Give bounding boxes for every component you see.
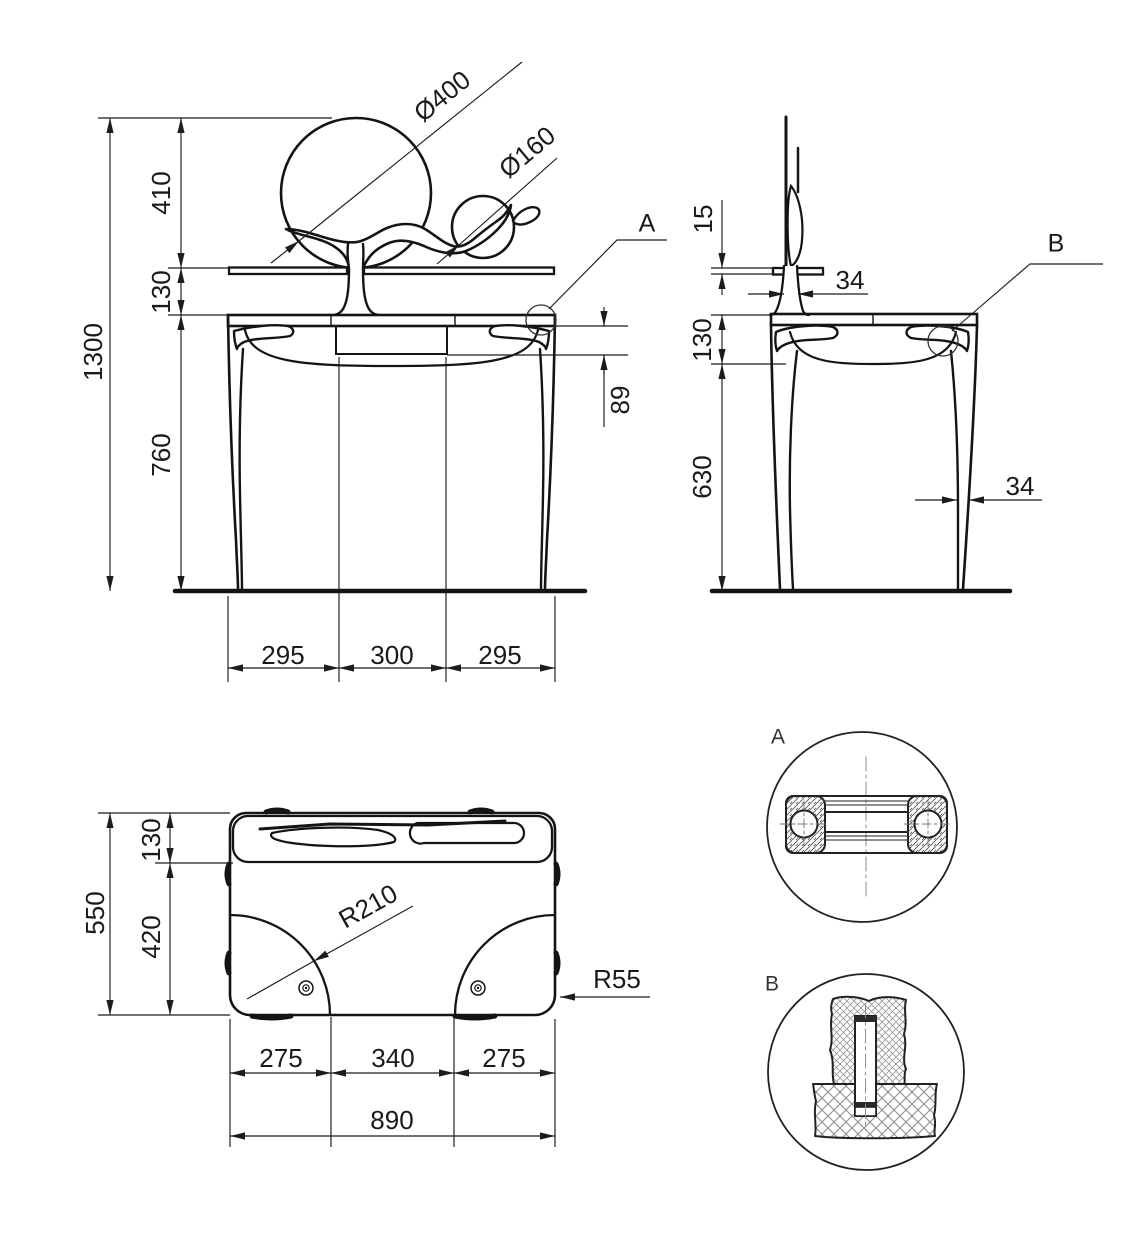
dim-front-right-span: 295 [478, 640, 522, 670]
front-leg-right-outer [543, 313, 557, 591]
front-brace-left [232, 324, 295, 351]
side-view [709, 115, 1013, 594]
dim-front-center-span: 300 [370, 640, 414, 670]
plan-foot-bump-bottom-right [452, 1013, 498, 1021]
dim-plan-shelf-depth: 130 [136, 818, 166, 862]
front-detail-a-circle [525, 304, 557, 336]
plan-leg-bump-right-lower [553, 950, 561, 976]
dim-front-apron-drop: 89 [605, 385, 635, 415]
detail-a-view-label: A [770, 725, 786, 749]
side-tabletop [769, 312, 979, 327]
front-view [172, 116, 588, 594]
plan-view-dimensions [98, 812, 650, 1147]
plan-shelf-outline [231, 814, 554, 864]
detail-a-boundary [766, 731, 958, 923]
side-brace-right [905, 324, 970, 353]
dim-plan-body-depth: 420 [136, 915, 166, 959]
plan-arc-right [453, 913, 557, 1017]
side-leg-left-inner [788, 349, 799, 591]
dim-plan-left-span: 275 [259, 1043, 303, 1073]
detail-b-view-label: B [764, 972, 780, 996]
front-view-dimensions [98, 61, 667, 682]
plan-screw-left [298, 980, 314, 996]
plan-leg-bump-top-left [263, 807, 291, 815]
plan-leg-bump-left-upper [224, 861, 232, 887]
plan-foot-bump-bottom-left [249, 1013, 294, 1021]
front-shelf-right [362, 266, 556, 276]
side-view-dimensions [711, 200, 1103, 591]
dim-plan-center-span: 340 [371, 1043, 415, 1073]
dim-side-stem-width: 34 [835, 265, 865, 295]
side-sculpture-lens [786, 183, 804, 268]
plan-sculpture-left-blob [270, 826, 397, 848]
front-brace-right [488, 324, 551, 351]
plan-outer-outline [228, 811, 557, 1017]
dim-plan-corner-radius: R55 [593, 964, 641, 994]
front-trunk-left-edge [332, 242, 351, 317]
side-leg-right-outer [961, 323, 979, 591]
side-apron [788, 330, 958, 366]
dim-side-top-drop: 130 [687, 318, 717, 362]
dim-plan-depth-total: 550 [80, 891, 110, 935]
front-branch-horn [511, 206, 541, 226]
dim-front-left-span: 295 [261, 640, 305, 670]
front-leg-right-inner [538, 347, 545, 591]
dim-plan-right-span: 275 [482, 1043, 526, 1073]
front-leg-left-outer [226, 313, 240, 591]
plan-leg-bump-top-right [467, 807, 495, 815]
side-leg-left-outer [769, 323, 782, 591]
dim-front-canopy-height: 410 [146, 171, 176, 215]
plan-sculpture-right-loop [408, 821, 526, 845]
detail-a-callout-label: A [638, 209, 656, 238]
plan-leg-bump-right-upper [553, 861, 561, 887]
plan-view [224, 807, 561, 1021]
front-trunk-fill [334, 244, 378, 315]
front-apron [243, 328, 540, 368]
dim-front-shelf-gap: 130 [146, 270, 176, 314]
front-small-ball [450, 194, 516, 260]
detail-b-view [767, 973, 965, 1171]
front-leg-left-inner [238, 347, 245, 591]
dim-side-leg-clear: 630 [687, 455, 717, 499]
detail-a-view [766, 731, 958, 923]
front-shelf-left [227, 266, 349, 276]
dim-side-leg-width: 34 [1005, 471, 1035, 501]
front-trunk-right-edge [361, 242, 380, 317]
detail-b-callout-label: B [1047, 229, 1065, 258]
side-brace-left [774, 324, 839, 353]
side-detail-b-circle [927, 325, 959, 357]
plan-arc-left [228, 913, 332, 1017]
front-drawer [335, 325, 448, 355]
dim-front-total-height: 1300 [78, 323, 108, 381]
dim-plan-width-total: 890 [370, 1105, 414, 1135]
joint-pin-top-cap [855, 1016, 876, 1022]
dim-side-shelf-thickness: 15 [688, 204, 718, 234]
side-leg-right-inner [949, 349, 960, 591]
plan-leg-bump-left-lower [224, 950, 232, 976]
detail-b-boundary [767, 973, 965, 1171]
plan-screw-right [470, 980, 486, 996]
dim-front-table-height: 760 [146, 433, 176, 477]
